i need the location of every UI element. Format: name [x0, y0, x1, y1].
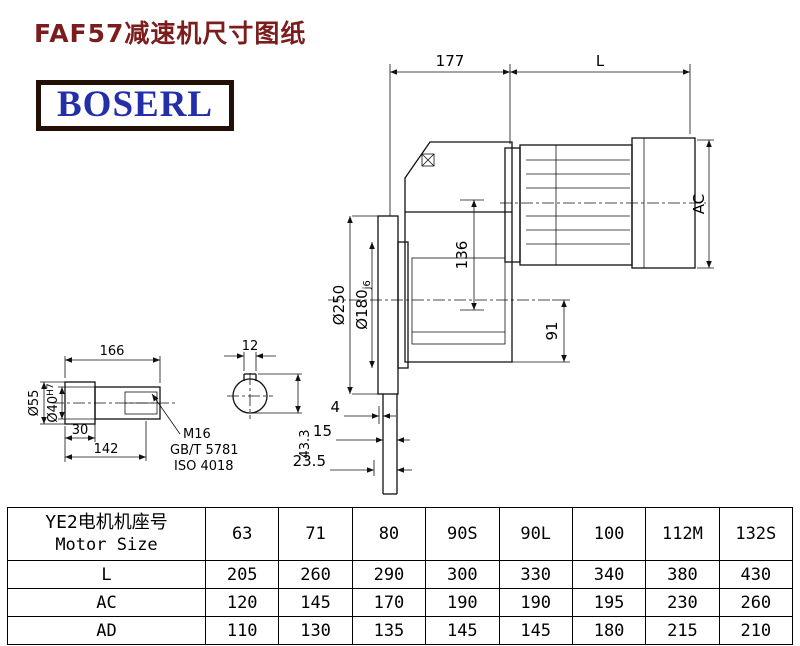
cell-AC-6: 230: [645, 588, 720, 617]
dim-91-label: 91: [543, 321, 561, 340]
row-label-AD: AD: [7, 616, 206, 645]
brand-logo-box: BOSERL: [36, 80, 235, 131]
cell-AD-1: 130: [278, 616, 353, 645]
main-view-dimensions: 177 L AC Ø250 Ø180j6 136 91 4 15: [293, 52, 714, 476]
dim-142-label: 142: [94, 442, 119, 457]
motor-size-table: YE2电机机座号 Motor Size 63 71 80 90S 90L 100…: [7, 507, 794, 645]
cell-AC-7: 260: [718, 588, 794, 617]
size-col-90S: 90S: [425, 507, 500, 561]
dim-30-label: 30: [72, 423, 89, 438]
cell-L-7: 430: [718, 560, 794, 589]
row-label-L: L: [7, 560, 206, 589]
cell-AD-2: 135: [351, 616, 427, 645]
cell-AC-0: 120: [204, 588, 280, 617]
dim-43-3-label: 43.3: [298, 430, 313, 459]
dia-40-label: Ø40H7: [46, 383, 61, 422]
cell-AC-3: 190: [425, 588, 500, 617]
cell-L-1: 260: [278, 560, 353, 589]
cell-L-4: 330: [498, 560, 573, 589]
dim-177-label: 177: [436, 52, 465, 70]
dim-23-5-label: 23.5: [293, 452, 326, 470]
page-title: FAF57减速机尺寸图纸: [34, 19, 307, 48]
cell-AD-7: 210: [718, 616, 794, 645]
cell-AD-4: 145: [498, 616, 573, 645]
cell-AD-0: 110: [204, 616, 280, 645]
brand-logo-text: BOSERL: [57, 84, 214, 125]
size-col-100: 100: [571, 507, 647, 561]
table-header-row: YE2电机机座号 Motor Size 63 71 80 90S 90L 100…: [7, 507, 794, 561]
cell-AC-2: 170: [351, 588, 427, 617]
dim-12-label: 12: [242, 339, 259, 354]
size-col-63: 63: [204, 507, 280, 561]
dia-55-label: Ø55: [27, 390, 42, 417]
dim-15-label: 15: [313, 422, 332, 440]
dia-180-label: Ø180j6: [353, 280, 373, 330]
dim-4-label: 4: [330, 398, 340, 416]
dim-L-label: L: [596, 52, 605, 70]
shaft-detail-view: 166 30 142 Ø55 Ø40H7 M16 GB/T 5781 ISO 4…: [27, 344, 239, 474]
motor-size-header-en: Motor Size: [55, 534, 158, 555]
shaft-end-view: 12 43.3: [224, 339, 313, 458]
cell-L-0: 205: [204, 560, 280, 589]
row-label-AC: AC: [7, 588, 206, 617]
std-iso-label: ISO 4018: [174, 459, 234, 474]
dim-AC-label: AC: [690, 194, 708, 214]
size-col-90L: 90L: [498, 507, 573, 561]
dia-250-label: Ø250: [330, 285, 348, 325]
std-gb-label: GB/T 5781: [170, 443, 239, 458]
dim-166-label: 166: [100, 344, 125, 359]
size-col-132S: 132S: [718, 507, 794, 561]
thread-label: M16: [183, 427, 211, 442]
table-row-AC: AC 120 145 170 190 190 195 230 260: [7, 588, 794, 617]
motor-size-header-cell: YE2电机机座号 Motor Size: [7, 507, 206, 561]
technical-drawing: 177 L AC Ø250 Ø180j6 136 91 4 15: [27, 52, 714, 495]
cell-AD-3: 145: [425, 616, 500, 645]
table-row-AD: AD 110 130 135 145 145 180 215 210: [7, 616, 794, 645]
motor-size-header-cn: YE2电机机座号: [45, 512, 168, 534]
size-col-71: 71: [278, 507, 353, 561]
dim-136-label: 136: [453, 241, 471, 270]
cell-L-5: 340: [571, 560, 647, 589]
cell-AD-5: 180: [571, 616, 647, 645]
cell-AC-1: 145: [278, 588, 353, 617]
size-col-112M: 112M: [645, 507, 720, 561]
cell-AC-4: 190: [498, 588, 573, 617]
cell-AC-5: 195: [571, 588, 647, 617]
main-view: [328, 137, 706, 495]
cell-L-3: 300: [425, 560, 500, 589]
size-col-80: 80: [351, 507, 427, 561]
cell-L-6: 380: [645, 560, 720, 589]
table-row-L: L 205 260 290 300 330 340 380 430: [7, 560, 794, 589]
cell-L-2: 290: [351, 560, 427, 589]
cell-AD-6: 215: [645, 616, 720, 645]
